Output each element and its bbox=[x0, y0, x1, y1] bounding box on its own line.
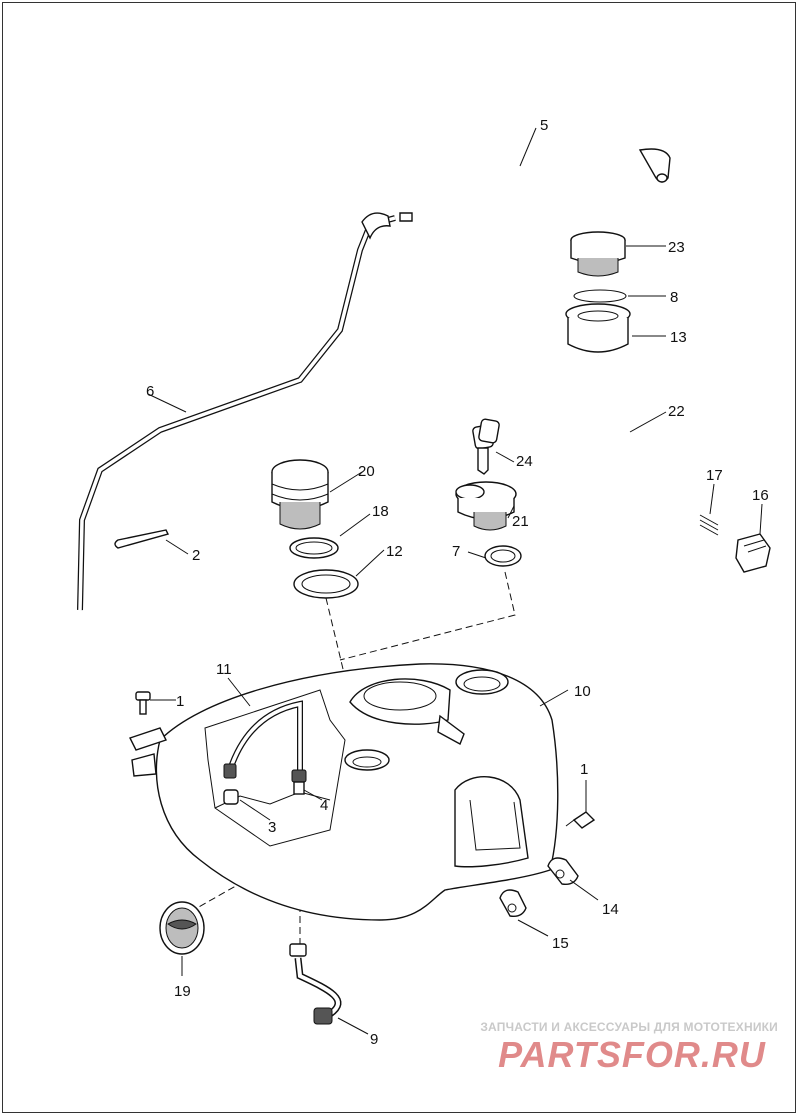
callout-11: 11 bbox=[216, 661, 232, 678]
callout-23: 23 bbox=[668, 239, 685, 256]
callout-9: 9 bbox=[370, 1031, 378, 1048]
callout-17: 17 bbox=[706, 467, 723, 484]
o-ring-18 bbox=[289, 537, 339, 559]
clip-2 bbox=[114, 529, 170, 549]
o-ring-8 bbox=[573, 289, 627, 303]
callout-7: 7 bbox=[452, 543, 460, 560]
callout-3: 3 bbox=[268, 819, 276, 836]
callout-22: 22 bbox=[668, 403, 685, 420]
callout-15: 15 bbox=[552, 935, 569, 952]
callout-13: 13 bbox=[670, 329, 687, 346]
vent-hose-5 bbox=[399, 148, 671, 222]
callout-12: 12 bbox=[386, 543, 403, 560]
gasket-12 bbox=[293, 569, 359, 599]
callout-19: 19 bbox=[174, 983, 191, 1000]
callout-24: 24 bbox=[516, 453, 533, 470]
callout-8: 8 bbox=[670, 289, 678, 306]
callout-18: 18 bbox=[372, 503, 389, 520]
gauge-housing-13 bbox=[565, 303, 631, 353]
fuel-cap-21 bbox=[455, 481, 517, 531]
filler-cap-20 bbox=[271, 459, 329, 530]
callout-10: 10 bbox=[574, 683, 591, 700]
wire-harness-22 bbox=[597, 355, 713, 525]
callout-6: 6 bbox=[146, 383, 154, 400]
watermark-logo: PARTSFOR.RU bbox=[498, 1034, 766, 1074]
screw-1-left bbox=[135, 691, 151, 715]
bracket-15 bbox=[499, 889, 527, 918]
fuel-line-11 bbox=[223, 700, 303, 779]
callout-labels: 1 1 2 3 4 5 6 7 8 9 10 11 12 13 14 15 16… bbox=[146, 117, 769, 1048]
vent-hose-6 bbox=[77, 212, 396, 611]
gasket-7 bbox=[484, 545, 522, 567]
fuel-line-9 bbox=[289, 943, 342, 1025]
fitting-3 bbox=[223, 789, 239, 805]
alignment-line bbox=[339, 571, 516, 661]
key-24 bbox=[472, 418, 500, 475]
connector-16 bbox=[735, 533, 771, 573]
callout-2: 2 bbox=[192, 547, 200, 564]
watermark-caption: ЗАПЧАСТИ И АКСЕССУАРЫ ДЛЯ МОТОТЕХНИКИ bbox=[480, 1020, 778, 1034]
screw-1-right bbox=[565, 811, 596, 829]
watermark-logo-text: PARTSFOR.RU bbox=[498, 1034, 766, 1074]
terminal-17 bbox=[699, 514, 719, 536]
fuel-tank-10 bbox=[129, 663, 559, 921]
medallion-19 bbox=[159, 901, 205, 955]
fuel-gauge-23 bbox=[570, 231, 626, 277]
leader-lines bbox=[147, 127, 763, 1035]
callout-16: 16 bbox=[752, 487, 769, 504]
callout-4: 4 bbox=[320, 797, 328, 814]
callout-1-right: 1 bbox=[580, 761, 588, 778]
callout-20: 20 bbox=[358, 463, 375, 480]
callout-14: 14 bbox=[602, 901, 619, 918]
callout-1-left: 1 bbox=[176, 693, 184, 710]
callout-21: 21 bbox=[512, 513, 529, 530]
fitting-4 bbox=[291, 769, 307, 795]
bracket-14 bbox=[547, 857, 579, 886]
callout-5: 5 bbox=[540, 117, 548, 134]
